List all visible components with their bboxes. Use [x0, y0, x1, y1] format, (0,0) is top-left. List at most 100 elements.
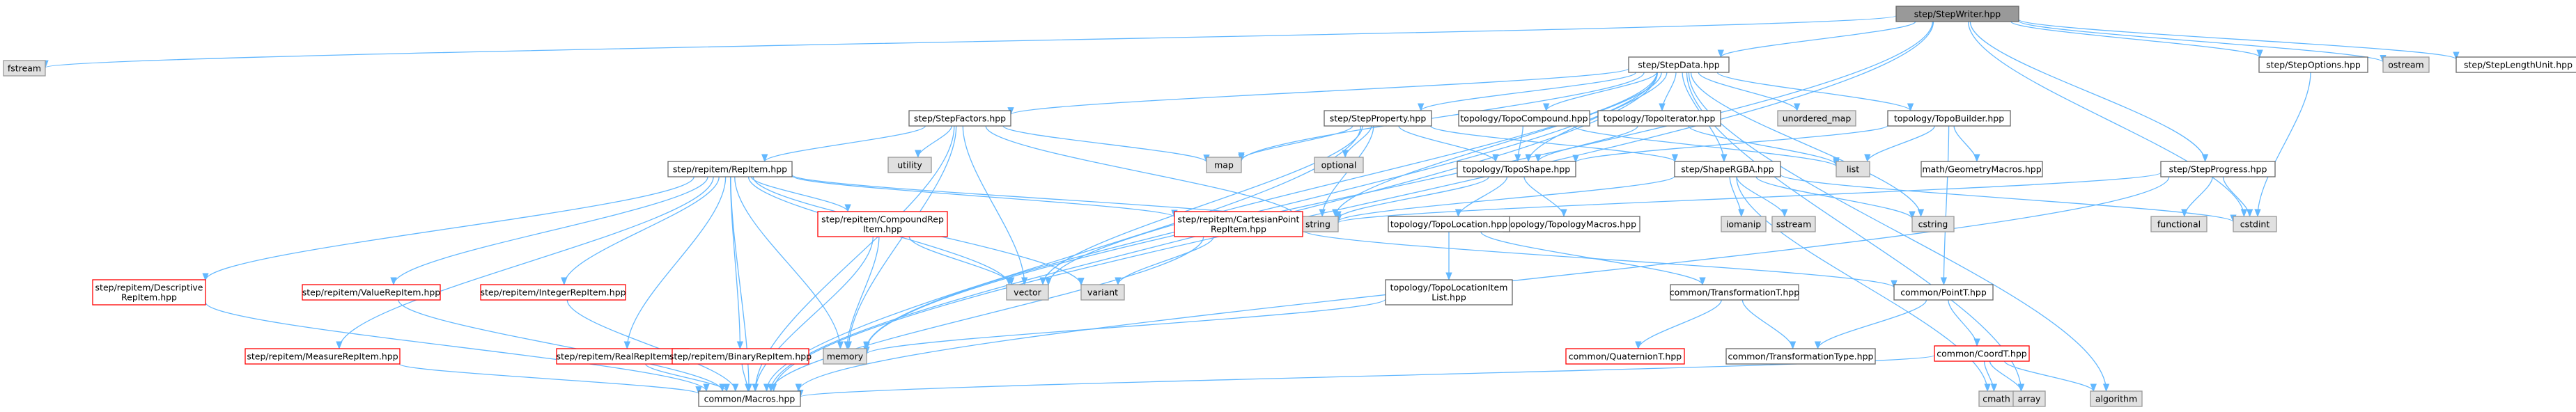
edge-stepdata-to-cstring: [1690, 72, 1925, 218]
node-stepproperty[interactable]: step/StepProperty.hpp: [1324, 110, 1432, 127]
node-label-integerrepitem: step/repitem/IntegerRepItem.hpp: [480, 287, 626, 298]
node-label-macros: common/Macros.hpp: [704, 394, 796, 404]
edge-repitem-to-integerrepitem: [561, 176, 720, 286]
edge-compoundrep-to-memory: [844, 236, 880, 350]
node-topocompound[interactable]: topology/TopoCompound.hpp: [1458, 110, 1590, 127]
edge-repitem-to-memory: [734, 176, 844, 350]
node-steplengthunit[interactable]: step/StepLengthUnit.hpp: [2455, 56, 2576, 73]
node-quaterniont[interactable]: common/QuaternionT.hpp: [1565, 348, 1685, 365]
node-transformationtype[interactable]: common/TransformationType.hpp: [1725, 348, 1876, 365]
node-box-topoiterator: [1597, 110, 1721, 127]
node-label-stepprogress: step/StepProgress.hpp: [2169, 164, 2267, 175]
node-box-ostream_top: [2382, 56, 2430, 73]
node-label-utility: utility: [897, 160, 922, 171]
node-label-measurerepitem: step/repitem/MeasureRepItem.hpp: [247, 351, 398, 362]
node-box-valuerepitem: [302, 284, 441, 301]
node-macros[interactable]: common/Macros.hpp: [698, 390, 801, 407]
node-box-topobuilder: [1887, 110, 2011, 127]
node-box-variant: [1080, 284, 1125, 301]
node-stepdata[interactable]: step/StepData.hpp: [1628, 56, 1730, 73]
node-functional: functional: [2150, 216, 2208, 232]
node-variant: variant: [1080, 284, 1125, 301]
edge-stepproperty-to-vector: [1039, 125, 1363, 286]
node-box-repitem: [667, 161, 793, 177]
node-measurerepitem[interactable]: step/repitem/MeasureRepItem.hpp: [245, 348, 401, 365]
edge-stepdata-to-stepproperty: [1418, 72, 1636, 112]
node-cstring: cstring: [1911, 216, 1955, 232]
node-label-transformationt: common/TransformationT.hpp: [1670, 287, 1799, 298]
node-root[interactable]: step/StepWriter.hpp: [1895, 6, 2019, 22]
node-transformationt[interactable]: common/TransformationT.hpp: [1670, 284, 1799, 301]
node-label-cartesianpoint-line2: RepItem.hpp: [1211, 224, 1266, 235]
node-label-root: step/StepWriter.hpp: [1914, 9, 2001, 19]
node-label-topoiterator: topology/TopoIterator.hpp: [1604, 113, 1716, 124]
node-utility: utility: [887, 157, 932, 173]
edge-root-to-stepprogress: [1969, 21, 2209, 163]
node-label-memory: memory: [827, 351, 864, 362]
node-box-coordt: [1934, 345, 2030, 362]
node-sstream: sstream: [1771, 216, 1816, 232]
node-box-toposhape: [1457, 161, 1576, 177]
node-label-array: array: [2018, 394, 2041, 404]
node-box-list: [1836, 161, 1870, 177]
node-box-sstream: [1771, 216, 1816, 232]
edge-compoundrep-to-vector: [908, 236, 1015, 286]
node-box-steplengthunit: [2455, 56, 2576, 73]
edge-valuerepitem-to-macros: [398, 299, 726, 393]
node-box-root: [1895, 6, 2019, 22]
edge-stepproperty-to-shapergba: [1429, 125, 1678, 163]
edge-compoundrep-to-macros: [752, 236, 874, 393]
node-string: string: [1297, 216, 1339, 232]
node-box-measurerepitem: [245, 348, 401, 365]
node-geometrymacros[interactable]: math/GeometryMacros.hpp: [1921, 161, 2043, 177]
edges-layer: [42, 15, 2460, 398]
node-label-topolocationitemlist-line1: topology/TopoLocationItem: [1390, 283, 1508, 293]
node-box-array: [2012, 390, 2046, 407]
node-topologymacros[interactable]: topology/TopologyMacros.hpp: [1503, 216, 1640, 232]
node-ostream_top: ostream: [2382, 56, 2430, 73]
node-coordt[interactable]: common/CoordT.hpp: [1934, 345, 2030, 362]
edge-stepproperty-to-map: [1238, 125, 1353, 161]
node-label-list: list: [1847, 164, 1859, 175]
node-list: list: [1836, 161, 1870, 177]
node-label-descriptive-line1: step/repitem/Descriptive: [95, 283, 203, 293]
node-pointt[interactable]: common/PointT.hpp: [1893, 284, 1994, 301]
node-label-ostream_top: ostream: [2388, 60, 2423, 70]
node-topolocation[interactable]: topology/TopoLocation.hpp: [1388, 216, 1510, 232]
node-stepprogress[interactable]: step/StepProgress.hpp: [2160, 161, 2276, 177]
node-valuerepitem[interactable]: step/repitem/ValueRepItem.hpp: [302, 284, 441, 301]
node-box-stepoptions: [2258, 56, 2368, 73]
node-label-stepdata: step/StepData.hpp: [1638, 60, 1719, 70]
edge-stepprogress-to-string: [1335, 172, 2162, 224]
node-repitem[interactable]: step/repitem/RepItem.hpp: [667, 161, 793, 177]
node-box-topocompound: [1458, 110, 1590, 127]
node-toposhape[interactable]: topology/TopoShape.hpp: [1457, 161, 1576, 177]
edge-root-to-cstdint: [1967, 21, 2248, 218]
node-integerrepitem[interactable]: step/repitem/IntegerRepItem.hpp: [480, 284, 626, 301]
node-box-shapergba: [1674, 161, 1781, 177]
node-box-unordered_map: [1777, 110, 1856, 127]
node-label-toposhape: topology/TopoShape.hpp: [1463, 164, 1571, 175]
node-stepoptions[interactable]: step/StepOptions.hpp: [2258, 56, 2368, 73]
node-box-pointt: [1893, 284, 1994, 301]
node-binaryrepitem[interactable]: step/repitem/BinaryRepItem.hpp: [669, 348, 812, 365]
edge-root-to-memory: [863, 21, 1933, 351]
node-shapergba[interactable]: step/ShapeRGBA.hpp: [1674, 161, 1781, 177]
node-box-functional: [2150, 216, 2208, 232]
node-topobuilder[interactable]: topology/TopoBuilder.hpp: [1887, 110, 2011, 127]
node-label-compoundrep-line2: Item.hpp: [863, 224, 902, 235]
edge-topobuilder-to-list: [1864, 125, 1935, 163]
node-realrepitem[interactable]: step/repitem/RealRepItem.hpp: [556, 348, 690, 365]
node-label-binaryrepitem: step/repitem/BinaryRepItem.hpp: [669, 351, 812, 362]
edge-topobuilder-to-pointt: [1940, 125, 1950, 286]
node-topoiterator[interactable]: topology/TopoIterator.hpp: [1597, 110, 1721, 127]
node-stepfactors[interactable]: step/StepFactors.hpp: [908, 110, 1011, 127]
node-box-algorithm: [2090, 390, 2143, 407]
node-label-steplengthunit: step/StepLengthUnit.hpp: [2464, 60, 2573, 70]
node-box-vector: [1006, 284, 1049, 301]
